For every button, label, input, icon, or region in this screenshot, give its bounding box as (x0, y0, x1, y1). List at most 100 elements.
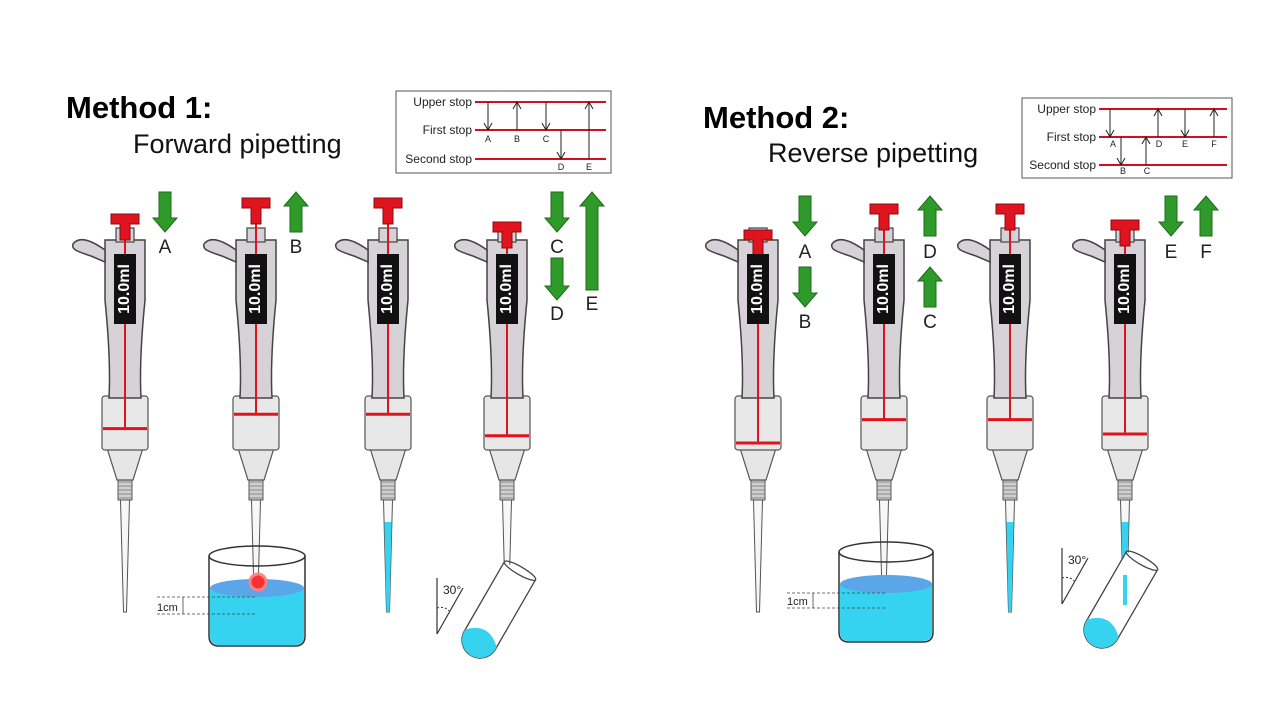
arrow-up-icon (916, 195, 944, 237)
tube-rim (1125, 550, 1159, 572)
method2-pipette-4: 10.0ml (1071, 219, 1149, 613)
tip-cone (380, 477, 396, 501)
arrow-label: A (159, 237, 172, 258)
step-arrow-down (541, 122, 551, 132)
beaker-rim (838, 541, 934, 563)
stop-label-upper: Upper stop (1037, 102, 1096, 116)
stop-label-second: Second stop (1029, 158, 1096, 172)
method1-stop-diagram: Upper stop First stop Second stop A B C … (395, 90, 612, 174)
step-arrow-down (1180, 129, 1190, 139)
plunger-button (1110, 219, 1140, 247)
arrow-label: B (799, 312, 812, 333)
tip-cone (117, 477, 133, 501)
step-letter: C (543, 134, 550, 144)
tip-liquid (384, 522, 392, 612)
angle-label: 30° (1068, 553, 1086, 567)
finger-hook (1071, 239, 1106, 264)
arrow-up-icon (282, 191, 310, 233)
arrow-label: D (550, 304, 564, 325)
pipette-nozzle (106, 447, 144, 481)
finger-hook (956, 239, 991, 264)
method2-pipette-3: 10.0ml (956, 203, 1034, 613)
pipette-tip (119, 481, 131, 613)
volume-label: 10.0ml (1001, 264, 1018, 314)
tip-liquid (1006, 522, 1014, 612)
method2-beaker (838, 541, 934, 643)
stop-label-upper: Upper stop (413, 95, 472, 109)
liquid-surface (840, 575, 932, 593)
step-letter: F (1211, 139, 1217, 149)
plunger-button (995, 203, 1025, 231)
method1-pipette-1: 10.0ml (71, 213, 149, 613)
step-arrow-up (1153, 107, 1163, 117)
plunger-button (869, 203, 899, 231)
tip-cone (750, 477, 766, 501)
arrow-down-icon (151, 191, 179, 233)
arrow-up-icon (1192, 195, 1220, 237)
tip-residual-liquid (1123, 575, 1127, 605)
arrow-down-icon (1157, 195, 1185, 237)
depth-label: 1cm (787, 596, 808, 608)
volume-display (747, 254, 769, 324)
arrow-down-icon (791, 195, 819, 237)
volume-display (999, 254, 1021, 324)
step-arrow-down (1116, 157, 1126, 167)
finger-hook (453, 239, 488, 264)
step-letter: C (1144, 166, 1151, 176)
tip-cone (876, 477, 892, 501)
pipette-nozzle (488, 447, 526, 481)
method1-beaker (208, 545, 306, 647)
step-arrow-up (512, 100, 522, 110)
step-arrow-down (483, 122, 493, 132)
method1-test-tube (461, 560, 537, 659)
arrow-label: F (1200, 242, 1212, 263)
volume-label: 10.0ml (875, 264, 892, 314)
tube-rim (503, 560, 537, 582)
volume-label: 10.0ml (1116, 264, 1133, 314)
method1-depth-marker: 1cm (157, 596, 257, 615)
volume-label: 10.0ml (116, 264, 133, 314)
arrow-label: C (550, 237, 564, 258)
volume-label: 10.0ml (498, 264, 515, 314)
tip-cone (248, 477, 264, 501)
volume-display (377, 254, 399, 324)
step-letter: D (1156, 139, 1163, 149)
stop-label-first: First stop (423, 123, 473, 137)
arrow-down-icon (543, 191, 571, 233)
stop-label-second: Second stop (405, 152, 472, 166)
step-arrow-up (1141, 135, 1151, 145)
arrow-up-icon (578, 191, 606, 291)
finger-hook (334, 239, 369, 264)
plunger-button (110, 213, 140, 241)
method2-test-tube (1083, 550, 1159, 649)
pipette-nozzle (237, 447, 275, 481)
tip-cone (499, 477, 515, 501)
arrow-label: D (923, 242, 937, 263)
beaker-liquid (210, 588, 304, 645)
pipette-nozzle (369, 447, 407, 481)
arrow-down-icon (791, 266, 819, 308)
arrow-label: A (799, 242, 812, 263)
arrow-label: E (1165, 242, 1178, 263)
beaker-liquid (840, 584, 932, 641)
pipette-sequence: 10.0ml 10.0ml 10.0ml 10.0ml A B C D E 1cm 30° 10.0m… (71, 191, 1220, 659)
beaker-rim (208, 545, 306, 567)
step-arrow-up (584, 100, 594, 110)
step-arrow-up (1209, 107, 1219, 117)
volume-display (114, 254, 136, 324)
volume-display (245, 254, 267, 324)
step-letter: E (1182, 139, 1188, 149)
method1-pipette-2: 10.0ml (202, 197, 280, 613)
step-letter: B (514, 134, 520, 144)
method2-pipette-2: 10.0ml (830, 203, 908, 613)
method2-pipette-1: 10.0ml (704, 227, 782, 613)
arrow-label: B (290, 237, 303, 258)
step-letter: B (1120, 166, 1126, 176)
step-letter: D (558, 162, 565, 172)
tip-cone (1002, 477, 1018, 501)
plunger-button (492, 221, 522, 249)
finger-hook (202, 239, 237, 264)
arrow-label: C (923, 312, 937, 333)
pipette-nozzle (739, 447, 777, 481)
